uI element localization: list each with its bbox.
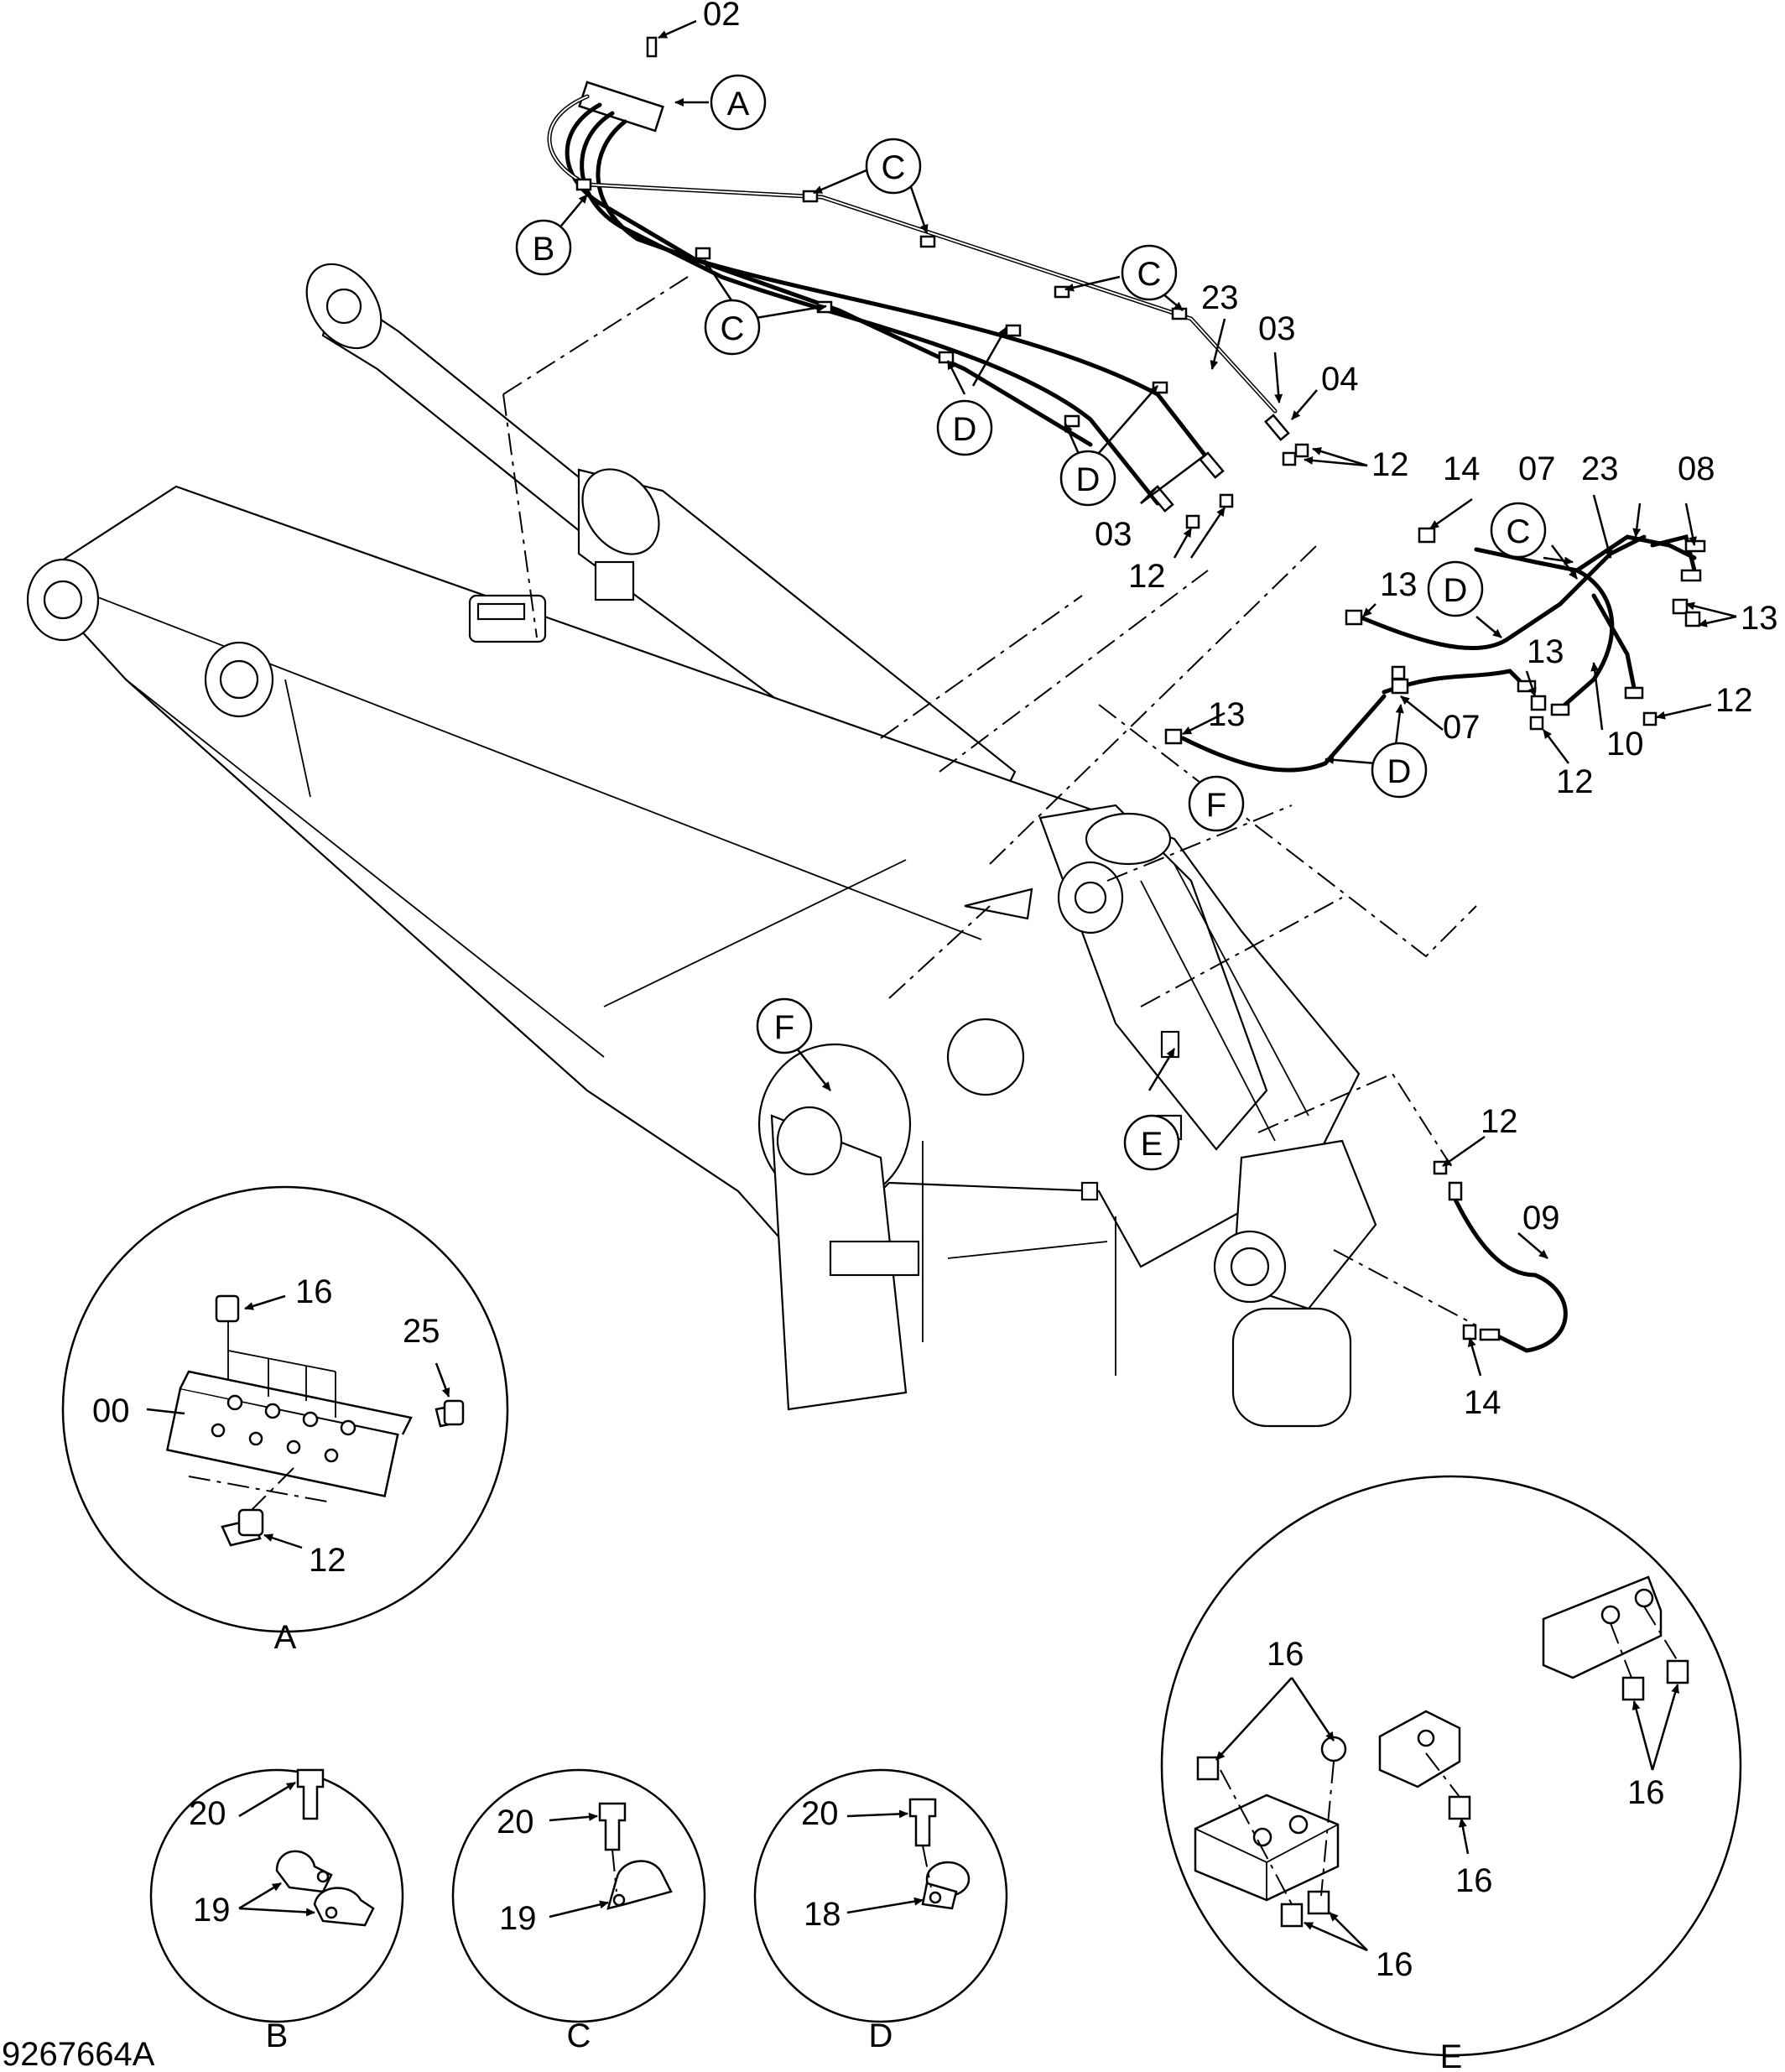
lower-hose-09: [1433, 1160, 1568, 1353]
label-20-d: 20: [801, 1795, 839, 1832]
callout-b-top: B: [515, 219, 572, 276]
svg-text:F: F: [774, 1009, 794, 1046]
callout-c-4: C: [1490, 502, 1547, 559]
upper-hose-bundle: [547, 36, 1309, 529]
svg-text:D: D: [1076, 461, 1101, 498]
label-20-c: 20: [497, 1804, 534, 1840]
callout-c-3: C: [704, 299, 761, 356]
label-13-d: 13: [1208, 696, 1246, 733]
label-07-mid: 07: [1443, 709, 1481, 746]
svg-text:C: C: [882, 149, 906, 186]
svg-text:D: D: [953, 411, 977, 448]
clamp-icon: [275, 1850, 333, 1893]
svg-text:E: E: [1141, 1126, 1163, 1163]
callout-d-4: D: [1371, 742, 1428, 799]
svg-text:B: B: [533, 231, 555, 268]
detail-view-e: 16 16 16 16 E: [1160, 1475, 1742, 2072]
label-16-e3: 16: [1455, 1862, 1493, 1899]
bolt-icon: [296, 1768, 325, 1820]
label-12-top: 12: [1371, 446, 1409, 483]
label-14-lower: 14: [1464, 1384, 1501, 1421]
plug-icon: [1196, 1756, 1220, 1781]
clamp-block-center: [1378, 1710, 1461, 1788]
bolt-icon: [598, 1802, 627, 1851]
label-23-top: 23: [1201, 279, 1239, 316]
plug-icon: [1666, 1659, 1689, 1684]
plug-icon: [215, 1294, 240, 1323]
label-04: 04: [1321, 361, 1359, 398]
detail-view-c: 20 19 C: [451, 1768, 706, 2054]
svg-text:D: D: [1444, 572, 1468, 609]
label-10: 10: [1606, 726, 1644, 763]
label-02: 02: [703, 0, 741, 33]
callout-f-arm: F: [756, 997, 813, 1054]
callout-f-right: F: [1188, 775, 1245, 832]
label-12-right-b: 12: [1556, 763, 1594, 800]
svg-text:C: C: [1137, 256, 1162, 293]
detail-d-title: D: [869, 2017, 893, 2054]
plug-icon: [1621, 1676, 1645, 1701]
label-12-right-a: 12: [1715, 682, 1753, 719]
part-labels-main: 02 23 03 04 12 03 12 14 07 23 08 13 13 1…: [703, 0, 1778, 1421]
label-25: 25: [403, 1313, 440, 1350]
plug-icon: [1280, 1903, 1304, 1928]
svg-text:C: C: [721, 310, 745, 347]
plug-icon: [1307, 1890, 1330, 1915]
detail-view-d: 20 18 D: [753, 1768, 1008, 2054]
svg-text:F: F: [1206, 787, 1226, 824]
right-hose-group: [1164, 527, 1706, 773]
callout-d-1: D: [936, 399, 993, 456]
arm-body: [26, 485, 1377, 1428]
callout-e-arm: E: [1123, 1114, 1180, 1171]
label-09: 09: [1522, 1200, 1560, 1236]
detail-b-title: B: [266, 2017, 289, 2054]
boom-assembly: [26, 263, 1377, 1428]
label-19-c: 19: [499, 1900, 537, 1937]
label-13-c: 13: [1527, 633, 1564, 670]
right-hose-fittings: [1164, 527, 1706, 745]
manifold-block: [165, 1387, 399, 1497]
callout-a-top: A: [710, 74, 767, 131]
label-16-e4: 16: [1627, 1774, 1665, 1811]
plug-icon: [1448, 1795, 1471, 1820]
svg-text:C: C: [1507, 513, 1531, 550]
label-13-a: 13: [1380, 566, 1418, 603]
detail-c-title: C: [567, 2017, 591, 2054]
callout-d-3: D: [1427, 560, 1484, 617]
label-12-a: 12: [309, 1542, 346, 1579]
label-19-b: 19: [193, 1892, 231, 1929]
label-13-b: 13: [1741, 600, 1778, 637]
label-07-top: 07: [1518, 450, 1556, 487]
bolt-icon: [908, 1798, 937, 1847]
label-03-top: 03: [1258, 310, 1296, 347]
svg-text:A: A: [727, 86, 750, 122]
label-20-b: 20: [189, 1795, 226, 1832]
label-08: 08: [1678, 450, 1715, 487]
callout-c-1: C: [865, 138, 922, 195]
svg-text:D: D: [1387, 753, 1412, 790]
label-18-d: 18: [804, 1896, 841, 1933]
label-14-right: 14: [1443, 450, 1481, 487]
callout-c-2: C: [1121, 244, 1178, 301]
drawing-number: 9267664A: [2, 2036, 155, 2072]
detail-a-title: A: [274, 1619, 297, 1656]
callout-leaders: [553, 19, 1737, 1377]
label-16-a: 16: [295, 1273, 333, 1310]
detail-e-title: E: [1440, 2038, 1463, 2072]
clamp-block-right: [1542, 1575, 1663, 1679]
label-03-low: 03: [1095, 516, 1132, 553]
label-16-e1: 16: [1267, 1636, 1304, 1673]
detail-view-a: 16 25 00 12 A: [61, 1185, 509, 1656]
detail-view-b: 20 19 B: [149, 1768, 404, 2054]
callout-d-2: D: [1059, 450, 1116, 507]
label-16-e2: 16: [1376, 1946, 1413, 1983]
label-00: 00: [92, 1393, 130, 1429]
label-12-lower: 12: [1481, 1103, 1518, 1140]
label-23-right: 23: [1581, 450, 1619, 487]
manifold-block-top: [578, 81, 664, 133]
label-12-mid: 12: [1128, 558, 1166, 595]
